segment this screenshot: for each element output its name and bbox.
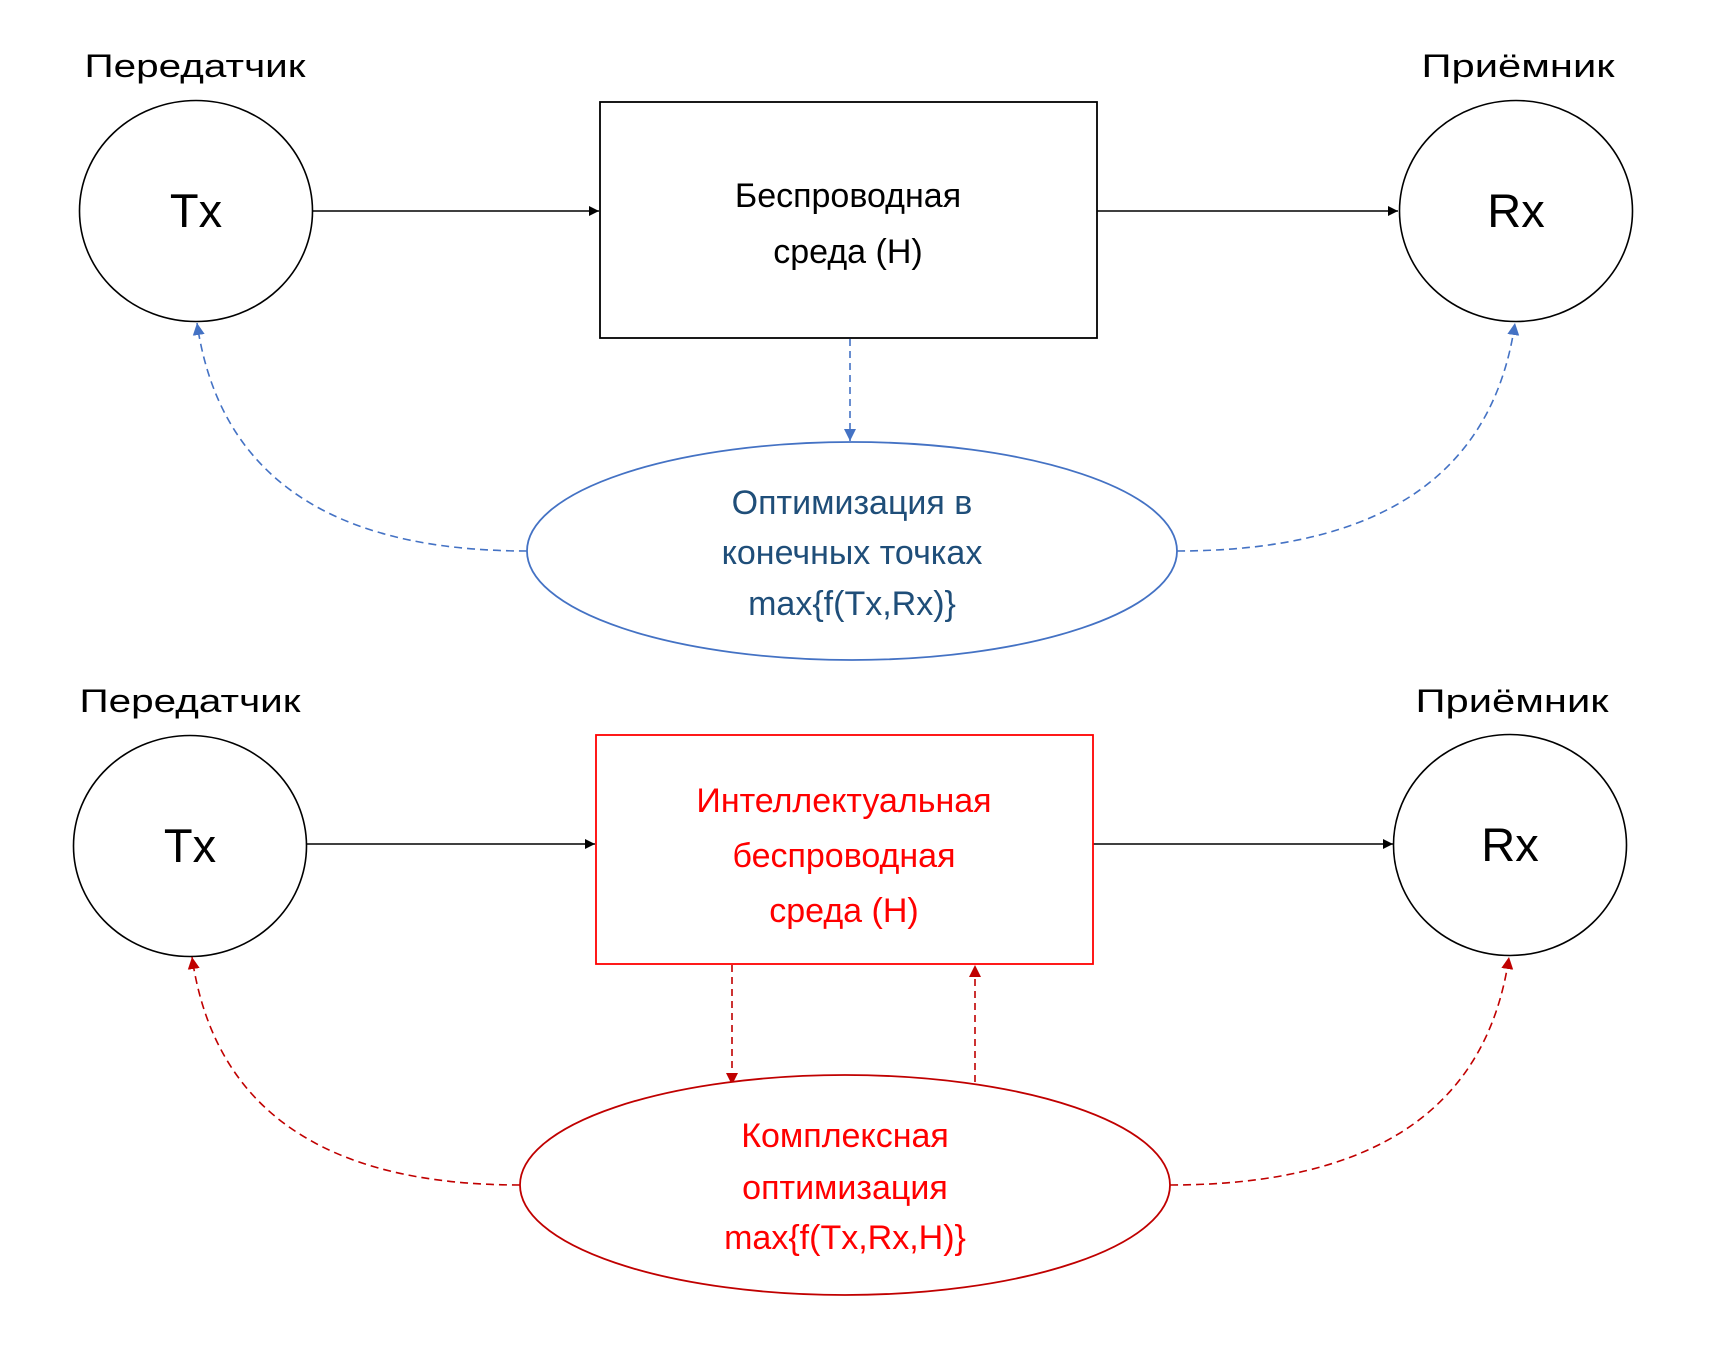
optimizer-to-rx-feedback-arrow xyxy=(1169,956,1514,1186)
rx-node-label: Rx xyxy=(1487,184,1544,237)
endpoint-optimization-ellipse xyxy=(526,441,1178,661)
rx-node xyxy=(1398,99,1634,323)
tx-node xyxy=(72,734,308,958)
rx-node-label: Rx xyxy=(1481,818,1538,871)
intelligent-channel-box xyxy=(595,734,1094,965)
optimizer-to-tx-feedback-arrow xyxy=(192,322,528,552)
transmitter-label: Передатчик xyxy=(80,683,302,719)
tx-node xyxy=(78,99,314,323)
optimizer-to-tx-feedback-arrow xyxy=(187,956,521,1186)
optimizer-to-rx-feedback-arrow xyxy=(1176,322,1520,552)
optimizer-line-1: Оптимизация в xyxy=(732,484,973,522)
channel-box-line-3: среда (H) xyxy=(769,892,918,930)
top-diagram: Передатчик Приёмник Tx Rx Беспроводная с… xyxy=(78,48,1634,661)
optimizer-formula: max{f(Tx,Rx,H)} xyxy=(724,1219,966,1257)
channel-box xyxy=(599,101,1098,339)
joint-optimization-ellipse xyxy=(519,1074,1171,1296)
channel-box-line-2: беспроводная xyxy=(732,837,955,875)
optimizer-line-2: оптимизация xyxy=(742,1169,948,1207)
channel-box-line-1: Интеллектуальная xyxy=(696,782,991,820)
bottom-diagram: Передатчик Приёмник Tx Rx Интеллектуальн… xyxy=(72,683,1628,1296)
optimizer-line-2: конечных точках xyxy=(722,534,983,572)
channel-box-line-1: Беспроводная xyxy=(735,177,961,215)
receiver-label: Приёмник xyxy=(1416,683,1610,719)
optimizer-line-1: Комплексная xyxy=(741,1117,949,1155)
channel-box-line-2: среда (H) xyxy=(773,233,922,271)
receiver-label: Приёмник xyxy=(1422,48,1616,84)
transmitter-label: Передатчик xyxy=(85,48,307,84)
tx-node-label: Tx xyxy=(170,184,222,237)
rx-node xyxy=(1392,733,1628,957)
tx-node-label: Tx xyxy=(164,819,216,872)
optimizer-formula: max{f(Tx,Rx)} xyxy=(748,585,956,623)
